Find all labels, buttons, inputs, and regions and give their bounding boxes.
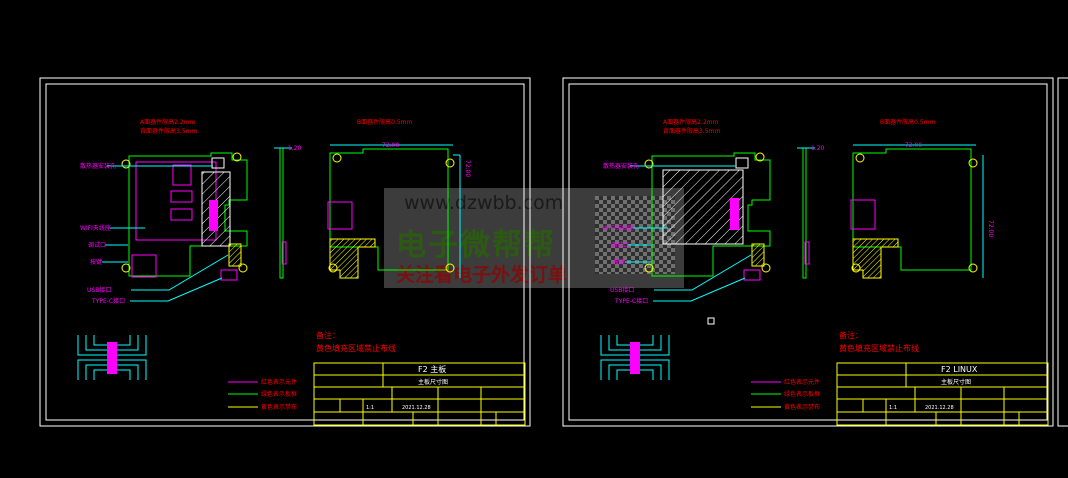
product-name: F2 主板 [418, 364, 446, 374]
title-block [313, 362, 526, 426]
part-name: 主板尺寸图 [418, 378, 448, 386]
callout: TYPE-C接口 [91, 297, 125, 305]
sheet-right-text: A面器件限高2.2mm 背面器件限高3.5mm B面器件限高0.5mm 1.20… [603, 118, 994, 411]
legend-item: 黄色表示禁布 [784, 403, 820, 411]
legend-item: 绿色表示板框 [261, 390, 297, 398]
watermark-brand: 电子微帮帮 [396, 228, 556, 263]
callout: 按键 [613, 258, 625, 266]
callout: 散热器安装孔 [80, 162, 116, 170]
height-dimension: 72.00 [987, 220, 994, 237]
sheet-left-text: A面器件限高2.2mm 背面器件限高3.5mm B面器件限高0.5mm 1.20… [80, 118, 471, 411]
sheet-border [39, 77, 531, 427]
cursor-pickbox [707, 317, 715, 325]
notes-text: 黄色填充区域禁止布线 [839, 343, 919, 353]
title-block [836, 362, 1049, 426]
callout: WIFI天线座 [603, 224, 634, 232]
callout: TYPE-C接口 [614, 297, 648, 305]
thickness-dimension: 1.20 [811, 145, 825, 152]
top-height-note: A面器件限高2.2mm [140, 118, 195, 126]
date: 2021.12.28 [402, 405, 431, 411]
scale: 1:1 [889, 405, 897, 411]
product-name: F2 LINUX [941, 365, 978, 374]
callout: WIFI天线座 [80, 224, 111, 232]
board-bottom-view[interactable] [327, 144, 461, 279]
b-side-note: B面器件限高0.5mm [880, 118, 936, 126]
top-height-note: A面器件限高2.2mm [663, 118, 718, 126]
width-dimension: 72.00 [382, 142, 399, 149]
notes-title: 备注： [839, 330, 863, 340]
sheet-inner-border [45, 83, 525, 421]
callout: 按键 [90, 258, 102, 266]
board-top-view[interactable] [121, 152, 248, 281]
board-side-view[interactable] [797, 147, 815, 279]
watermark-url: www.dzwbb.com [404, 192, 564, 214]
drawing-sheet-partial [1057, 77, 1068, 427]
height-dimension: 72.00 [464, 160, 471, 177]
leader-lines [625, 165, 752, 302]
connector-pinout [77, 335, 147, 380]
width-dimension: 72.00 [905, 142, 922, 149]
notes-title: 备注： [316, 330, 340, 340]
connector-pinout [600, 335, 670, 380]
drawing-sheet-left [39, 77, 531, 427]
qr-code-icon [595, 196, 675, 274]
callout: 调试口 [611, 241, 629, 249]
drawing-sheet-right [562, 77, 1054, 427]
callout: 散热器安装孔 [603, 162, 639, 170]
board-side-view[interactable] [274, 147, 292, 279]
board-top-view[interactable] [644, 152, 771, 281]
part-name: 主板尺寸图 [941, 378, 971, 386]
leader-lines [102, 165, 229, 302]
legend-item: 黄色表示禁布 [261, 403, 297, 411]
date: 2021.12.28 [925, 405, 954, 411]
legend-item: 绿色表示板框 [784, 390, 820, 398]
back-height-note: 背面器件限高3.5mm [663, 127, 720, 135]
thickness-dimension: 1.20 [288, 145, 302, 152]
callout: USB接口 [87, 286, 111, 294]
legend-item: 红色表示元件 [261, 378, 297, 386]
b-side-note: B面器件限高0.5mm [357, 118, 413, 126]
board-bottom-view[interactable] [850, 144, 984, 279]
back-height-note: 背面器件限高3.5mm [140, 127, 197, 135]
scale: 1:1 [366, 405, 374, 411]
notes-text: 黄色填充区域禁止布线 [316, 343, 396, 353]
callout: 调试口 [88, 241, 106, 249]
legend-item: 红色表示元件 [784, 378, 820, 386]
callout: USB接口 [610, 286, 634, 294]
